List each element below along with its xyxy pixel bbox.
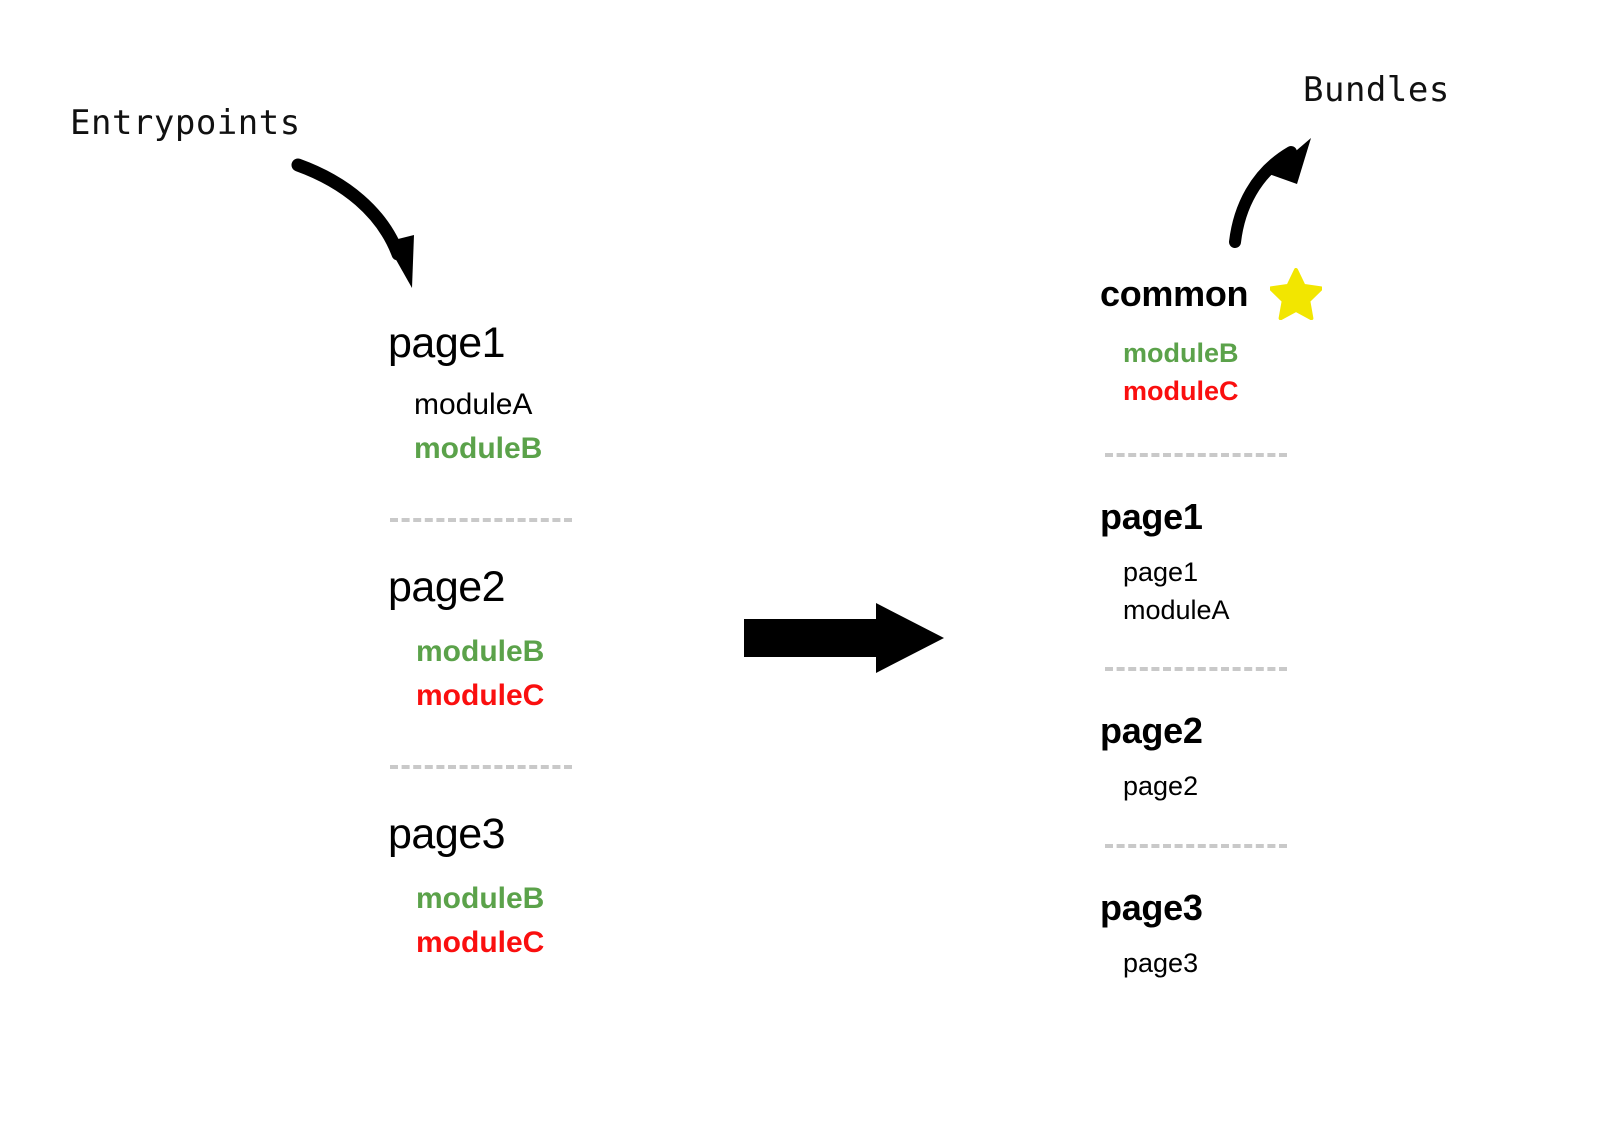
module-item: moduleC (416, 925, 545, 959)
bundles-label: Bundles (1303, 70, 1450, 110)
entrypoint-group: page2 moduleB moduleC (388, 566, 688, 769)
entrypoint-title: page3 (388, 810, 506, 858)
bundle-title: page2 (1100, 710, 1203, 752)
bundle-title: page3 (1100, 886, 1203, 928)
module-item: moduleA (414, 388, 533, 421)
bundle-group: page3 page3 (1100, 886, 1480, 982)
module-item: moduleB (416, 882, 545, 915)
module-item: page1 (1123, 556, 1199, 587)
star-icon (1269, 268, 1324, 321)
entrypoint-module-list: moduleB moduleC (416, 877, 688, 964)
thick-arrow-right-icon (744, 603, 944, 673)
bundle-title-row: page3 (1100, 886, 1480, 928)
module-item: moduleC (416, 678, 545, 712)
module-item: moduleC (1123, 376, 1239, 407)
bundle-title-row: page1 (1100, 495, 1480, 537)
bundle-module-list: moduleB moduleC (1123, 334, 1480, 411)
group-divider (390, 518, 572, 522)
module-item: page2 (1123, 771, 1199, 802)
entrypoints-column: page1 moduleA moduleB page2 moduleB modu… (388, 322, 688, 964)
module-item: moduleB (416, 635, 545, 668)
module-item: moduleA (1123, 594, 1230, 625)
module-item: moduleB (414, 431, 543, 465)
bundle-title-row: common (1100, 268, 1480, 321)
bundle-module-list: page2 (1123, 767, 1480, 805)
entrypoint-module-list: moduleB moduleC (416, 630, 688, 717)
entrypoint-title: page1 (388, 319, 506, 367)
entrypoint-module-list: moduleA moduleB (414, 383, 688, 470)
bundle-title: page1 (1100, 495, 1203, 537)
bundles-column: common moduleB moduleC page1 page1 modul… (1100, 268, 1480, 982)
bundle-module-list: page3 (1123, 944, 1480, 982)
module-item: moduleB (1123, 338, 1239, 368)
curved-arrow-down-right-icon (291, 158, 414, 288)
group-divider (390, 765, 572, 769)
module-item: page3 (1123, 947, 1199, 978)
bundle-module-list: page1 moduleA (1123, 553, 1480, 630)
bundle-title-row: page2 (1100, 713, 1480, 749)
curved-arrow-up-right-icon (1229, 138, 1311, 248)
bundle-title: common (1100, 273, 1249, 314)
entrypoint-group: page3 moduleB moduleC (388, 813, 688, 964)
group-divider (1105, 667, 1287, 672)
entrypoint-group: page1 moduleA moduleB (388, 322, 688, 522)
bundle-group: page1 page1 moduleA (1100, 495, 1480, 672)
group-divider (1105, 843, 1287, 848)
group-divider (1105, 452, 1287, 457)
entrypoint-title: page2 (388, 563, 506, 611)
bundle-group: common moduleB moduleC (1100, 268, 1480, 457)
bundle-group: page2 page2 (1100, 713, 1480, 848)
entrypoints-label: Entrypoints (70, 103, 301, 143)
